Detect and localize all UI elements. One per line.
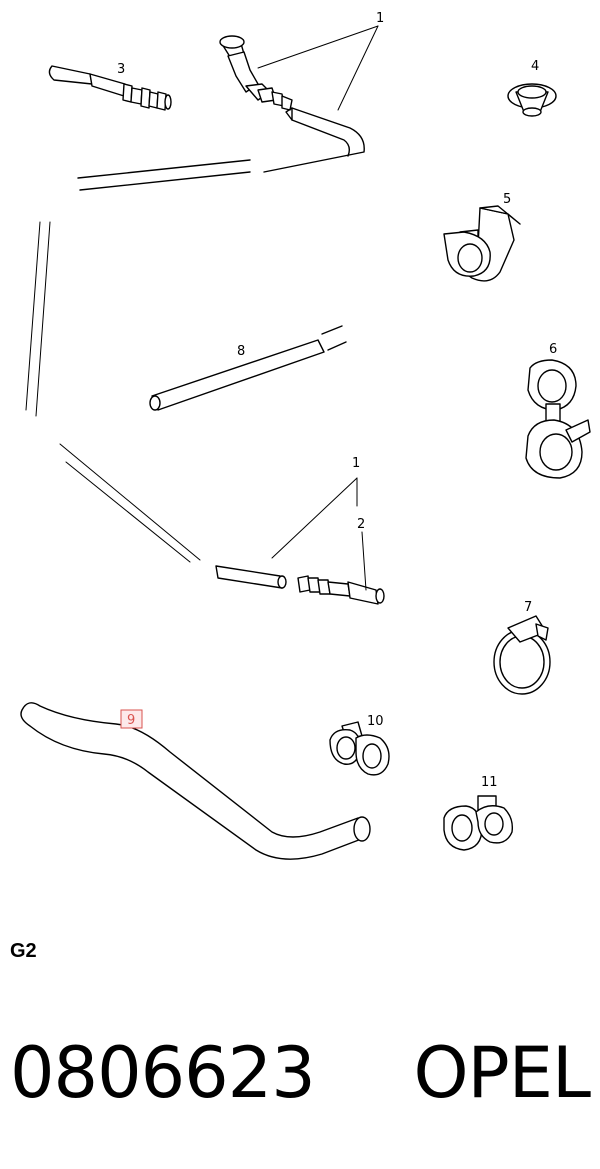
part-9-shaped-hose — [20, 702, 371, 860]
callout-9-highlight — [120, 709, 143, 729]
part-10-clamp — [329, 721, 390, 776]
leader-lines — [257, 25, 379, 591]
callout-11: 11 — [481, 775, 498, 790]
part-11-clamp — [443, 795, 514, 851]
section-code: G2 — [10, 940, 37, 962]
callout-3: 3 — [117, 62, 125, 77]
callout-10: 10 — [367, 714, 384, 729]
callout-6: 6 — [549, 342, 557, 357]
brand-name: OPEL — [413, 1032, 591, 1114]
part-1-2-assembly — [215, 565, 385, 605]
callout-2: 2 — [357, 517, 365, 532]
callout-5: 5 — [503, 192, 511, 207]
parts-diagram: 1 3 4 5 6 8 1 2 7 9 10 11 — [20, 11, 591, 860]
part-6-double-clamp — [525, 359, 591, 479]
callout-1-mid: 1 — [352, 456, 360, 471]
part-7-hose-clamp — [493, 615, 551, 695]
part-8-tube — [149, 325, 347, 411]
part-1-elbow-hose — [77, 35, 365, 191]
callout-4: 4 — [531, 59, 539, 74]
callout-1-top: 1 — [376, 11, 384, 26]
part-5-clamp — [443, 205, 521, 282]
callout-8: 8 — [237, 344, 245, 359]
callout-9: 9 — [127, 713, 135, 728]
part-4-grommet — [507, 83, 557, 117]
callout-7: 7 — [524, 600, 532, 615]
part-3-connector — [48, 65, 172, 111]
pipe-lines — [25, 221, 201, 563]
footer: 0806623 OPEL — [10, 1028, 591, 1118]
part-number: 0806623 — [10, 1032, 316, 1114]
